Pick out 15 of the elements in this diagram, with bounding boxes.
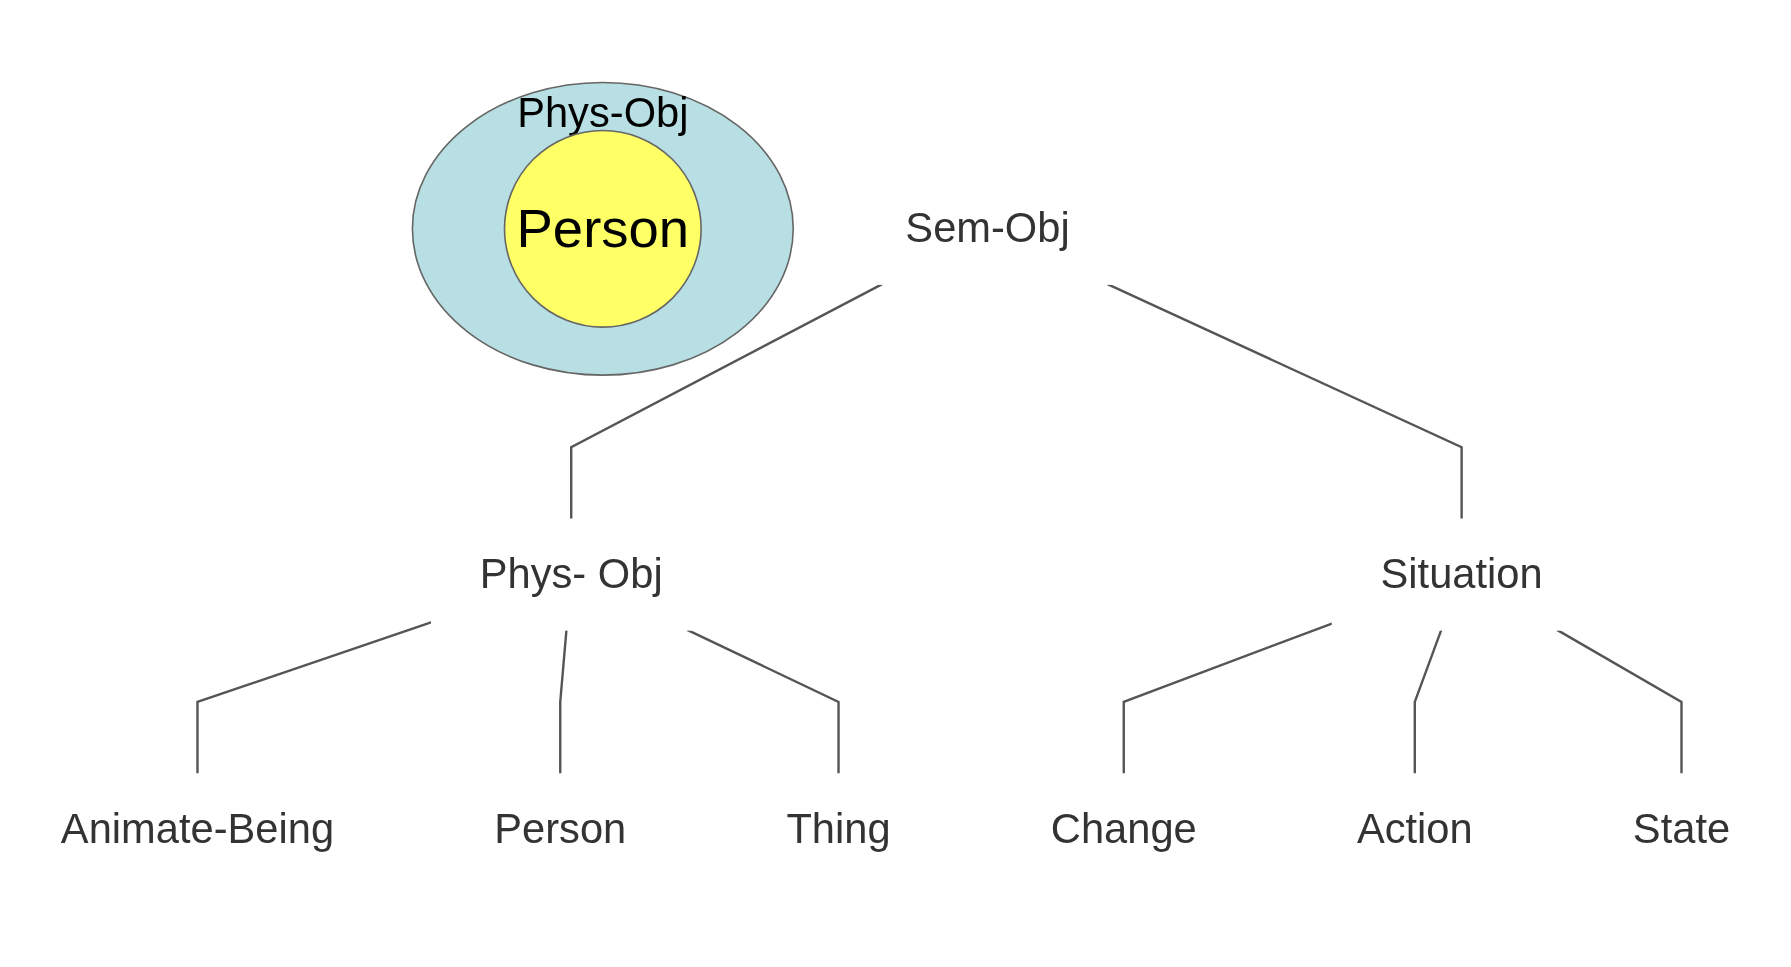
connector (1122, 622, 1333, 775)
connector (559, 629, 568, 775)
connector (1556, 628, 1683, 775)
node-text: Person (494, 804, 627, 853)
node-text: State (1632, 804, 1731, 853)
node-text: Situation (1380, 549, 1543, 598)
node-text: Phys- Obj (479, 549, 663, 598)
node-text: Thing (786, 804, 891, 853)
connector (1413, 629, 1443, 775)
node-text: Action (1356, 804, 1473, 853)
node-text: Sem-Obj (905, 203, 1070, 253)
node-text: Change (1050, 804, 1197, 853)
connector (570, 283, 883, 520)
node-text: Animate-Being (60, 804, 335, 853)
connector (686, 628, 840, 775)
